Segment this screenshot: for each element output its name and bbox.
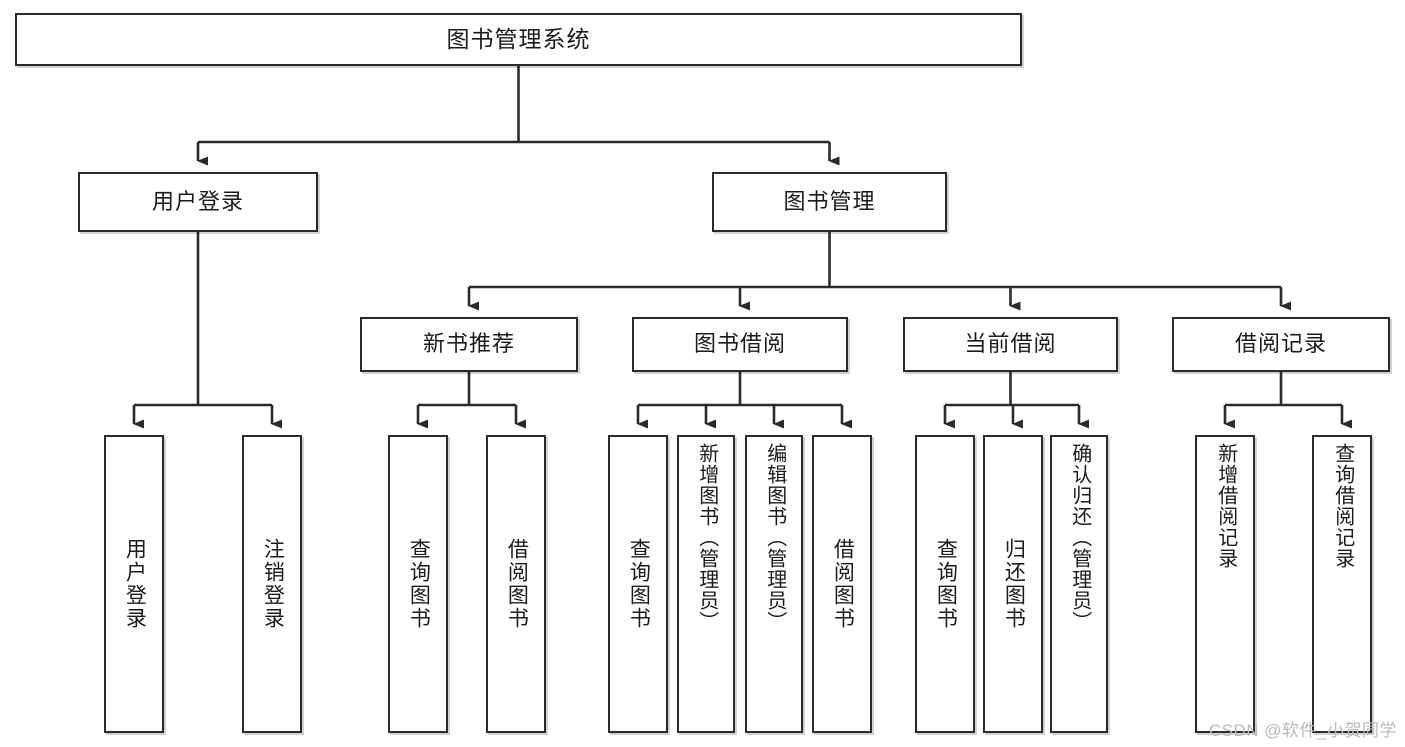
node-label: 借阅图书 [831,538,855,630]
node-leaf-confirm-return[interactable]: 确认归还（管理员） [1050,435,1108,733]
watermark: CSDN @软件_小贺同学 [1208,721,1397,740]
node-label: 图书管理系统 [446,25,591,52]
node-label: 查询图书 [934,538,958,630]
node-label: 查询图书 [627,538,651,630]
node-leaf-add-record[interactable]: 新增借阅记录 [1195,435,1255,733]
node-user-login[interactable]: 用户登录 [78,172,318,232]
node-label: 图书借阅 [693,331,786,357]
node-label: 新增图书（管理员） [695,443,718,632]
node-leaf-query-book-3[interactable]: 查询图书 [915,435,975,733]
node-borrow-record[interactable]: 借阅记录 [1172,317,1390,372]
node-label: 借阅图书 [505,538,529,630]
node-label: 图书管理 [783,188,876,214]
node-leaf-query-book-1[interactable]: 查询图书 [388,435,448,733]
node-label: 编辑图书（管理员） [763,443,786,632]
node-label: 归还图书 [1002,538,1026,630]
node-label: 借阅记录 [1234,331,1327,357]
node-label: 注销登录 [261,538,285,630]
node-root[interactable]: 图书管理系统 [15,13,1022,66]
node-label: 用户登录 [151,188,244,214]
node-leaf-user-login[interactable]: 用户登录 [104,435,164,733]
node-book-manage[interactable]: 图书管理 [712,172,947,232]
node-label: 当前借阅 [964,331,1057,357]
node-leaf-add-book[interactable]: 新增图书（管理员） [677,435,735,733]
node-leaf-borrow-book-1[interactable]: 借阅图书 [486,435,546,733]
node-leaf-query-record[interactable]: 查询借阅记录 [1312,435,1372,733]
node-label: 确认归还（管理员） [1068,443,1091,632]
node-label: 查询图书 [407,538,431,630]
node-label: 查询借阅记录 [1331,443,1354,569]
node-leaf-user-logout[interactable]: 注销登录 [242,435,302,733]
node-leaf-borrow-book-2[interactable]: 借阅图书 [812,435,872,733]
node-current-borrow[interactable]: 当前借阅 [903,317,1118,372]
node-leaf-return-book[interactable]: 归还图书 [983,435,1043,733]
node-book-borrow[interactable]: 图书借阅 [632,317,848,372]
node-label: 用户登录 [123,538,147,630]
node-new-book-rec[interactable]: 新书推荐 [360,317,578,372]
node-label: 新增借阅记录 [1214,443,1237,569]
node-label: 新书推荐 [422,331,515,357]
node-leaf-query-book-2[interactable]: 查询图书 [608,435,668,733]
node-leaf-edit-book[interactable]: 编辑图书（管理员） [745,435,803,733]
